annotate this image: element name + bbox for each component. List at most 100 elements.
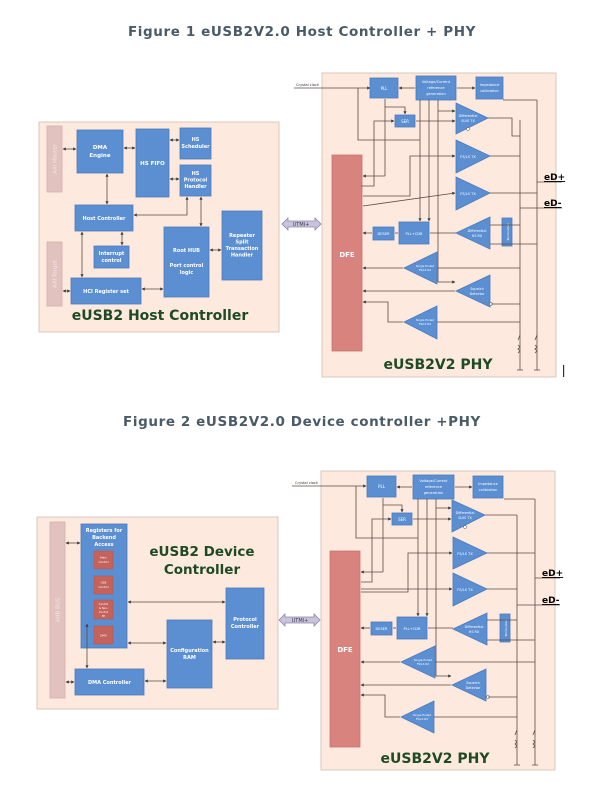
hs-protocol-line1: HS xyxy=(192,171,200,177)
squelch-line2-1: Detector xyxy=(470,292,485,296)
hs-protocol-handler-block: HS Protocol Handler xyxy=(179,164,212,197)
utmi-link-2: UTMI+ xyxy=(278,613,321,627)
deser-label-1: DESER xyxy=(377,232,390,236)
configuration-ram-line1: Configuration xyxy=(170,648,209,654)
ser-block-2: SER xyxy=(391,512,413,526)
vref-line3-1: generation xyxy=(426,92,446,96)
hs-scheduler-line1: HS xyxy=(192,137,200,143)
device-controller-title-line1: eUSB2 Device xyxy=(149,544,254,560)
se-rx1-line2-1: FS/LS RX xyxy=(419,268,431,272)
fs-ls-tx-label-1b: FS/LS TX xyxy=(457,552,473,556)
diff-tx-line2-2: SLVS TX xyxy=(458,516,472,520)
diff-tx-1: Differential SLVS TX xyxy=(455,102,489,135)
hs-scheduler-block: HS Scheduler xyxy=(179,127,212,160)
fs-ls-tx-2-a: FS/LS TX xyxy=(455,176,491,211)
root-hub-block: Root HUB Port control logic xyxy=(163,226,210,298)
dfe-label-1: DFE xyxy=(339,251,355,259)
usb-control-line1: USB xyxy=(101,581,107,585)
deser-block-2: DESER xyxy=(370,621,393,636)
se-rx2-line2-2: FS/LS RX xyxy=(416,717,428,721)
se-rx2-line1-2: Single Ended xyxy=(413,713,432,717)
termination-label-1: Termination xyxy=(506,223,510,242)
text-cursor xyxy=(563,365,565,377)
ser-block-1: SER xyxy=(394,114,416,128)
squelch-detector-2: Squelch Detector xyxy=(451,668,490,702)
diff-tx-2: Differential SLVS TX xyxy=(451,499,486,533)
dma-engine-block: DMA Engine xyxy=(76,129,124,174)
diff-rx-line2-2: HS RX xyxy=(469,630,480,634)
se-rx1-line2-2: FS/LS RX xyxy=(417,662,429,666)
repeater-block: Repeater Split Transaction Handler xyxy=(221,210,263,281)
pll-cdr-block-2: PLL+CDR xyxy=(396,616,428,640)
axi-master-label: AXI Master xyxy=(53,143,59,173)
dma-engine-line2: Engine xyxy=(89,153,110,159)
hs-protocol-line3: Handler xyxy=(184,184,207,190)
vref-line2-2: reference xyxy=(425,485,443,489)
dma-controller-label: DMA Controller xyxy=(88,680,132,686)
hci-register-set-block: HCI Register set xyxy=(70,277,142,305)
host-controller-title: eUSB2 Host Controller xyxy=(72,308,249,324)
crystal-clock-label-2: Crystal clock xyxy=(295,481,319,485)
se-rx1-line1-2: Single Ended xyxy=(414,658,433,662)
ser-label-2: SER xyxy=(398,517,406,522)
diff-tx-line2-1: SLVS TX xyxy=(461,119,475,123)
dfe-block-1: DFE xyxy=(331,154,363,352)
dfe-label-2: DFE xyxy=(337,646,353,654)
utmi-label-2: UTMI+ xyxy=(292,618,309,624)
registers-line3: Access xyxy=(94,542,113,548)
phy-title-2: eUSB2V2 PHY xyxy=(381,751,491,767)
ed-plus-label-2: eD+ xyxy=(542,569,563,579)
control-ep-line3: Control xyxy=(99,610,109,614)
repeater-line1: Repeater xyxy=(229,233,255,239)
vref-line1-1: Voltage/Current xyxy=(422,80,451,84)
dfe-block-2: DFE xyxy=(329,550,361,748)
control-ep-line1: Control xyxy=(99,602,109,606)
host-controller-block: Host Controller xyxy=(74,204,134,232)
interrupt-control-block: Interrupt control xyxy=(93,245,130,269)
pll-cdr-label-1: PLL+CDR xyxy=(406,232,423,236)
host-controller-connections xyxy=(62,138,222,293)
termination-block-2: Termination xyxy=(499,613,511,643)
hs-fifo-block: HS FIFO xyxy=(135,128,170,198)
interrupt-line2: control xyxy=(102,258,122,264)
hs-protocol-line2: Protocol xyxy=(184,178,208,184)
phy-panel-1: Crystal clock PLL Voltage/Current refere… xyxy=(294,72,565,378)
hci-register-label: HCI Register set xyxy=(83,289,129,295)
fs-ls-tx-1-a: FS/LS TX xyxy=(455,139,491,174)
impedance-line2-1: calibration xyxy=(480,89,499,93)
diff-tx-line1-2: Differential xyxy=(456,511,475,515)
impedance-line1-1: Impedance xyxy=(480,83,499,87)
utmi-label-1: UTMI+ xyxy=(293,222,310,228)
root-hub-line1: Root HUB xyxy=(173,248,200,254)
deser-label-2: DESER xyxy=(375,627,388,631)
pll-label-1: PLL xyxy=(381,86,389,91)
usb-control-line2: Control xyxy=(98,585,108,589)
fs-ls-tx-label-2a: FS/LS TX xyxy=(460,192,476,196)
squelch-detector-1: Squelch Detector xyxy=(455,274,493,308)
utmi-link-1: UTMI+ xyxy=(281,217,322,231)
registers-line2: Backend xyxy=(92,535,116,541)
fs-ls-tx-label-1a: FS/LS TX xyxy=(460,155,476,159)
se-rx2-line1-1: Single Ended xyxy=(416,318,435,322)
vref-block-2: Voltage/Current reference generation xyxy=(412,474,455,500)
phy-title-1: eUSB2V2 PHY xyxy=(384,357,494,373)
deser-block-1: DESER xyxy=(372,226,395,241)
root-hub-line3: Port control xyxy=(170,263,204,269)
dma-block: DMA xyxy=(93,625,114,645)
termination-label-2: Termination xyxy=(504,619,508,638)
phy-wires-2 xyxy=(355,486,560,766)
registers-line1: Registers for xyxy=(86,528,123,534)
ed-minus-label-1: eD- xyxy=(544,199,562,209)
control-ep-line4: EP xyxy=(102,614,106,618)
ser-label-1: SER xyxy=(401,119,409,124)
configuration-ram-line2: RAM xyxy=(183,655,196,661)
termination-block-1: Termination xyxy=(501,217,513,247)
device-controller-panel: AHB BUS Registers for Backend Access Mai… xyxy=(36,516,279,710)
phy-wires-1 xyxy=(357,88,562,371)
dma-controller-block: DMA Controller xyxy=(74,668,145,696)
ed-plus-label-1: eD+ xyxy=(544,173,565,183)
diff-rx-2: Differential HS RX xyxy=(452,612,488,646)
repeater-line3: Transaction xyxy=(226,246,259,252)
main-control-line2: Control xyxy=(98,560,108,564)
